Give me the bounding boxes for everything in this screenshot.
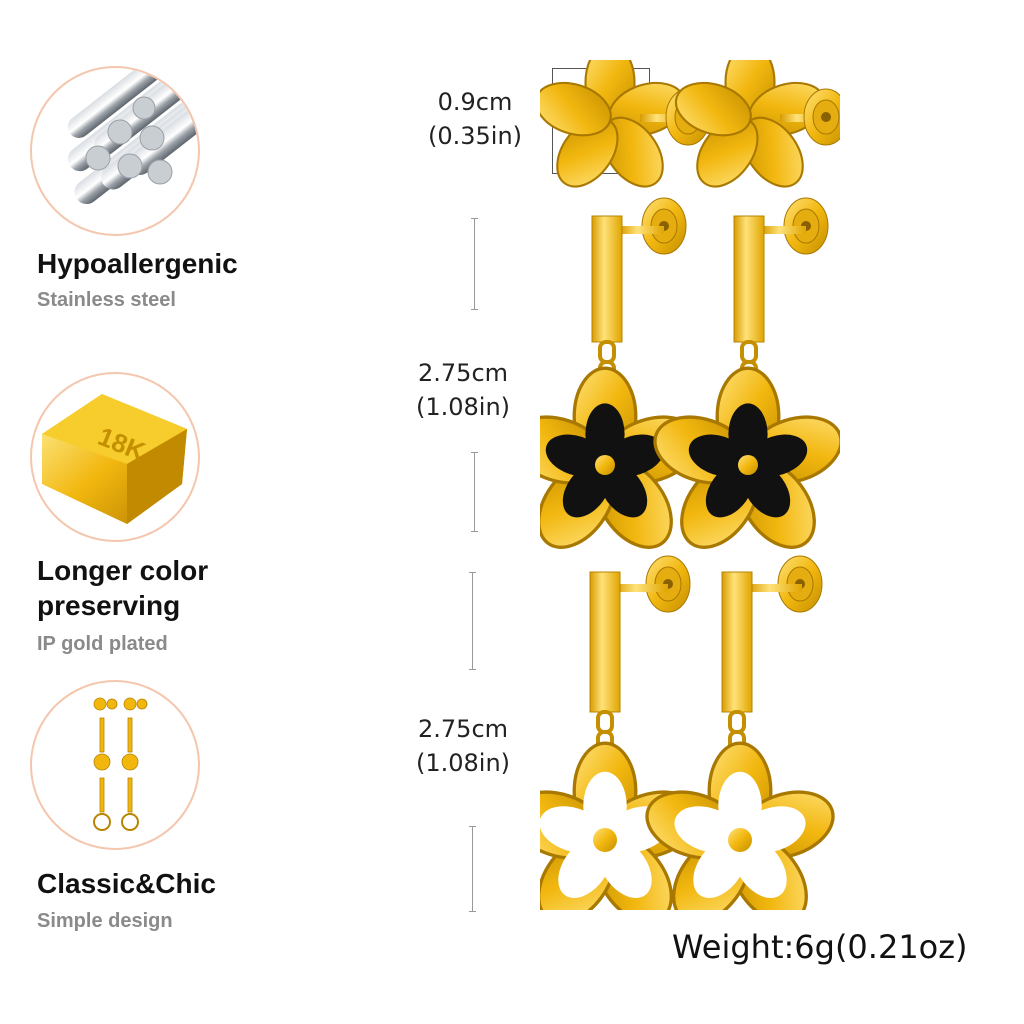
- measurement-stud-in: (0.35in): [428, 122, 523, 150]
- measurement-stud: 0.9cm (0.35in): [428, 85, 522, 153]
- feature-circle-steel: [30, 66, 200, 236]
- dimension-line-drop-open-lower: [469, 826, 476, 912]
- feature-subtitle-steel: Stainless steel: [37, 289, 176, 311]
- feature-title-hypoallergenic: Hypoallergenic: [37, 248, 238, 279]
- measurement-drop-open: 2.75cm (1.08in): [416, 712, 510, 780]
- open-flower-drop-earring-right: [638, 555, 840, 910]
- feature-subtitle-plated: IP gold plated: [37, 633, 168, 655]
- black-flower-drop-earring-right: [646, 197, 840, 561]
- steel-rods-icon: [67, 68, 198, 205]
- feature-circle-gold: 18K: [30, 372, 200, 542]
- stud-earring-right: [668, 60, 840, 199]
- gold-bar-icon: 18K: [42, 394, 187, 524]
- measurement-drop-open-in: (1.08in): [416, 749, 511, 777]
- dimension-line-drop-open: [469, 572, 476, 670]
- black-flower-drop-earring-left: [540, 197, 707, 561]
- measurement-drop-open-cm: 2.75cm: [418, 715, 509, 743]
- measurement-drop-black-in: (1.08in): [416, 393, 511, 421]
- feature-circle-design: [30, 680, 200, 850]
- earrings-illustration: [540, 60, 840, 910]
- stud-earring-left: [540, 60, 711, 199]
- measurement-drop-black-cm: 2.75cm: [418, 359, 509, 387]
- feature-title-classic: Classic&Chic: [37, 868, 216, 899]
- earring-set-icon: [93, 697, 148, 831]
- open-flower-drop-earring-left: [540, 555, 707, 910]
- weight-label: Weight:6g(0.21oz): [672, 928, 968, 966]
- dimension-line-drop-black: [471, 218, 478, 310]
- dimension-line-drop-black-lower: [471, 452, 478, 532]
- feature-subtitle-design: Simple design: [37, 910, 173, 932]
- measurement-stud-cm: 0.9cm: [437, 88, 513, 116]
- measurement-drop-black: 2.75cm (1.08in): [416, 356, 510, 424]
- feature-title-color-preserving: Longer color preserving: [37, 555, 209, 621]
